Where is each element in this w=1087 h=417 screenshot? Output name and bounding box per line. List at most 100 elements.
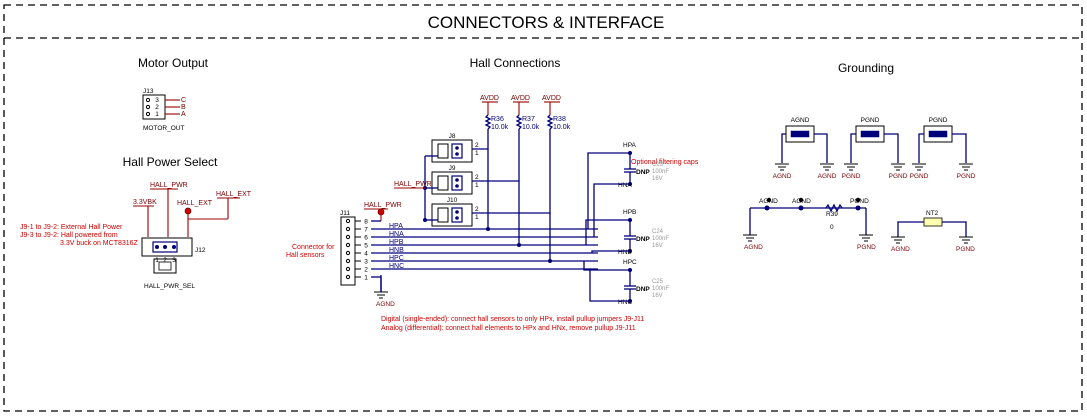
motor-connector-ref: J13 xyxy=(143,88,154,95)
j9-pin-1: 1 xyxy=(475,182,479,189)
bus-label-hpa: HPA xyxy=(389,223,403,230)
cap-dnp-1: DNP xyxy=(636,169,650,176)
hall-pwr-net-label: HALL_PWR xyxy=(150,182,188,189)
j12-pin-3 xyxy=(172,245,176,249)
filter-note: Optional filtering caps xyxy=(631,159,699,166)
agnd-label-bottom-2: AGND xyxy=(792,198,811,205)
cap-pos-label-3: HPC xyxy=(623,259,637,266)
j8-pin-1: 1 xyxy=(475,150,479,157)
r38-ref: R38 xyxy=(553,116,566,123)
cap-value-3: 100nF xyxy=(652,286,669,292)
net-tie-label-3: PGND xyxy=(929,117,948,124)
r37-resistor xyxy=(515,114,523,130)
j11-pin-4 xyxy=(345,250,351,256)
digital-note: Digital (single-ended): connect hall sen… xyxy=(381,316,644,323)
r36-ref: R36 xyxy=(491,116,504,123)
j12-pin-label-2: 2 xyxy=(163,257,167,264)
j12-label: HALL_PWR_SEL xyxy=(144,283,195,290)
j11-pin-number-1: 1 xyxy=(364,275,368,282)
hall-pwr-testpoint xyxy=(377,208,385,216)
r37-value: 10.0k xyxy=(522,124,540,131)
j11-pin-number-2: 2 xyxy=(364,267,368,274)
j8-pin-2: 2 xyxy=(475,142,479,149)
j12-pin-1 xyxy=(155,245,159,249)
bottom-agnd-label: AGND xyxy=(744,244,763,251)
r38-value: 10.0k xyxy=(553,124,571,131)
hall-power-note-3: 3.3V buck on MCT8316Z xyxy=(60,240,139,247)
j11-ref: J11 xyxy=(340,210,350,217)
j11-pin-number-7: 7 xyxy=(364,227,368,234)
top-gnd-label-1: AGND xyxy=(773,173,792,180)
bus-label-hpc: HPC xyxy=(389,255,404,262)
j10-pin-1: 1 xyxy=(475,214,479,221)
j8-jumper xyxy=(431,139,473,163)
j12-ref: J12 xyxy=(195,247,206,254)
bottom-pgnd-label: PGND xyxy=(857,244,876,251)
motor-pin-3 xyxy=(145,97,151,103)
cap-neg-label-2: HNB xyxy=(618,249,632,256)
r37-ref: R37 xyxy=(522,116,535,123)
j12-pin-label-1: 1 xyxy=(155,257,159,264)
cap-value-2: 100nF xyxy=(652,236,669,242)
cap-neg-label-3: HNC xyxy=(618,299,632,306)
j9-pin-2: 2 xyxy=(475,174,479,181)
sheet-title: CONNECTORS & INTERFACE xyxy=(428,13,665,32)
top-gnd-label-5: PGND xyxy=(910,173,929,180)
nt2-ref: NT2 xyxy=(926,210,939,217)
connector-note-2: Hall sensors xyxy=(286,252,325,259)
j12-footprint xyxy=(153,258,177,274)
j10-jumper xyxy=(431,203,473,227)
r38-resistor xyxy=(546,114,554,130)
cap-voltage-2: 16V xyxy=(652,243,663,249)
section-hall-power-select: Hall Power Select xyxy=(123,155,218,169)
j11-pin-3 xyxy=(345,258,351,264)
j11-pin-2 xyxy=(345,266,351,272)
net-tie-label-1: AGND xyxy=(791,117,810,124)
cap-pos-label-2: HPB xyxy=(623,209,636,216)
hall-power-note-1: J9-1 to J9-2: External Hall Power xyxy=(20,224,123,231)
j9-jumper xyxy=(431,171,473,195)
cap-ref-2: C24 xyxy=(652,229,664,235)
j11-pin-number-5: 5 xyxy=(364,243,368,250)
r39-value: 0 xyxy=(830,224,834,231)
bus-label-hnb: HNB xyxy=(389,247,404,254)
top-gnd-label-4: PGND xyxy=(889,173,908,180)
j11-pin-7 xyxy=(345,226,351,232)
j11-pin-number-4: 4 xyxy=(364,251,368,258)
j11-pin-1 xyxy=(345,274,351,280)
cap-voltage-3: 16V xyxy=(652,293,663,299)
j11-hall-pwr-label: HALL_PWR xyxy=(364,202,402,209)
motor-output-connector: J13 3 2 1 C B A MOTOR_OUT xyxy=(142,88,186,132)
bus-label-hpb: HPB xyxy=(389,239,404,246)
avdd-label-3: AVDD xyxy=(542,95,561,102)
cap-pos-label-1: HPA xyxy=(623,142,637,149)
motor-phase-c: C xyxy=(181,97,186,104)
j11-pin-number-8: 8 xyxy=(364,219,368,226)
sheet-border xyxy=(3,4,1083,412)
j12-jumper-body xyxy=(141,237,193,257)
j11-pin-number-3: 3 xyxy=(364,259,368,266)
top-gnd-label-6: PGND xyxy=(957,173,976,180)
j12-pin-label-3: 3 xyxy=(172,257,176,264)
motor-pin-2 xyxy=(145,104,151,110)
agnd-tp-1 xyxy=(766,197,772,203)
j11-pin-5 xyxy=(345,242,351,248)
analog-note: Analog (differential): connect hall elem… xyxy=(381,325,636,332)
motor-connector-label: MOTOR_OUT xyxy=(143,125,184,132)
j11-pin-number-6: 6 xyxy=(364,235,368,242)
motor-pin-label-1: 1 xyxy=(155,111,159,118)
section-hall-connections: Hall Connections xyxy=(470,56,561,70)
r36-resistor xyxy=(484,114,492,130)
j11-pin-8 xyxy=(345,218,351,224)
bus-label-hnc: HNC xyxy=(389,263,404,270)
pgnd-label-bottom: PGND xyxy=(850,198,869,205)
motor-phase-b: B xyxy=(181,104,186,111)
net-3v3-label: 3.3VBK xyxy=(133,199,157,206)
section-grounding: Grounding xyxy=(838,61,894,75)
top-gnd-label-3: PGND xyxy=(842,173,861,180)
nt2-net-tie xyxy=(923,217,943,227)
connector-note-1: Connector for xyxy=(292,244,335,251)
cap-ref-1: C23 xyxy=(652,162,664,168)
